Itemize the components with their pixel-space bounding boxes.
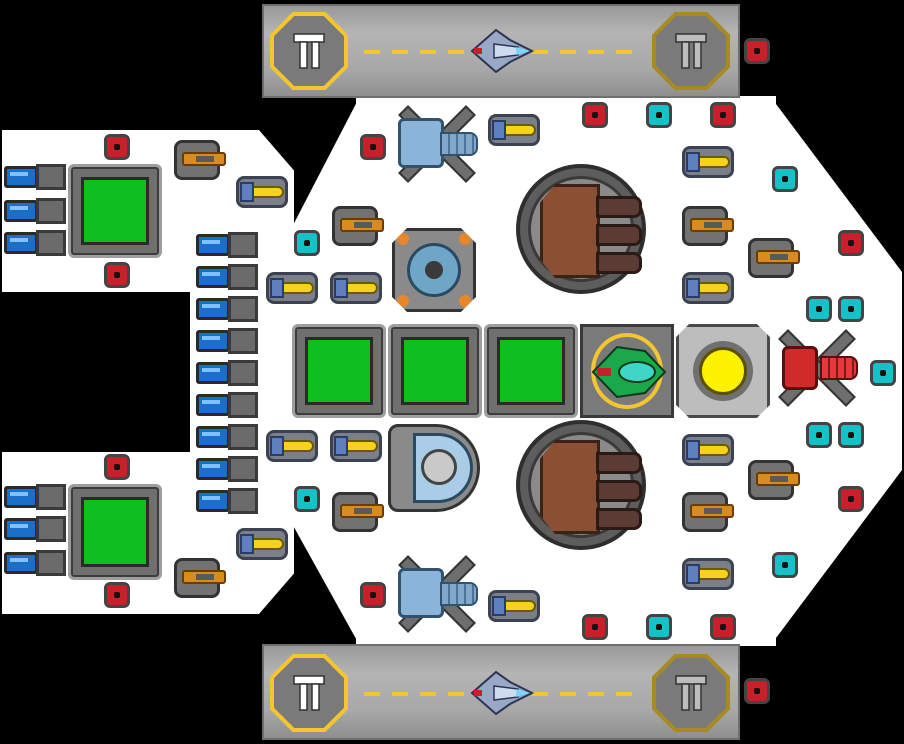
thruster[interactable] — [196, 296, 258, 322]
hangar-pad-left[interactable] — [270, 12, 348, 90]
autocannon[interactable] — [326, 488, 386, 536]
missile-launcher[interactable] — [326, 424, 386, 468]
red-node[interactable] — [710, 102, 736, 128]
red-node[interactable] — [838, 486, 864, 512]
storage-block-center-2[interactable] — [388, 324, 482, 418]
autocannon[interactable] — [168, 136, 228, 184]
hangar-pad-right[interactable] — [652, 12, 730, 90]
missile-launcher[interactable] — [262, 266, 322, 310]
storage-block-upper-pod[interactable] — [68, 164, 162, 258]
missile-launcher[interactable] — [678, 552, 738, 596]
cyan-node[interactable] — [294, 486, 320, 512]
shield-dome-module[interactable] — [388, 424, 480, 512]
thruster[interactable] — [196, 424, 258, 450]
hangar-pad-icon — [675, 33, 707, 69]
reactor-core-icon — [699, 347, 747, 395]
hangar-pad-right[interactable] — [652, 654, 730, 732]
command-ship-icon — [591, 345, 667, 399]
red-node[interactable] — [104, 582, 130, 608]
autocannon[interactable] — [742, 456, 802, 504]
red-node[interactable] — [838, 230, 864, 256]
thruster[interactable] — [4, 550, 66, 576]
autocannon[interactable] — [742, 234, 802, 282]
runway-bottom — [262, 644, 740, 740]
main-turret-top[interactable] — [516, 164, 646, 294]
autocannon[interactable] — [676, 202, 736, 250]
missile-launcher[interactable] — [678, 140, 738, 184]
thruster[interactable] — [196, 456, 258, 482]
thruster[interactable] — [196, 488, 258, 514]
cyan-node[interactable] — [838, 296, 864, 322]
cyan-node[interactable] — [294, 230, 320, 256]
thruster[interactable] — [4, 484, 66, 510]
red-node[interactable] — [582, 614, 608, 640]
cyan-node[interactable] — [646, 102, 672, 128]
thruster[interactable] — [196, 328, 258, 354]
missile-launcher[interactable] — [326, 266, 386, 310]
autocannon[interactable] — [326, 202, 386, 250]
thruster[interactable] — [4, 164, 66, 190]
fighter-ship-icon[interactable] — [466, 22, 536, 80]
cyan-node[interactable] — [838, 422, 864, 448]
storage-block-center-3[interactable] — [484, 324, 578, 418]
storage-block-center-1[interactable] — [292, 324, 386, 418]
cyan-node[interactable] — [806, 296, 832, 322]
red-node[interactable] — [104, 454, 130, 480]
cyan-node[interactable] — [772, 552, 798, 578]
red-node[interactable] — [744, 38, 770, 64]
missile-launcher[interactable] — [262, 424, 322, 468]
missile-launcher[interactable] — [678, 428, 738, 472]
thruster[interactable] — [196, 360, 258, 386]
rotary-module[interactable] — [392, 228, 476, 312]
red-node[interactable] — [710, 614, 736, 640]
cyan-node[interactable] — [806, 422, 832, 448]
red-node[interactable] — [104, 262, 130, 288]
hull-left-taper-bottom — [290, 520, 360, 646]
reactor-core[interactable] — [676, 324, 770, 418]
red-node[interactable] — [360, 134, 386, 160]
cyan-node[interactable] — [870, 360, 896, 386]
crossed-cannon-red[interactable] — [772, 326, 862, 410]
runway-top — [262, 4, 740, 98]
cyan-node[interactable] — [772, 166, 798, 192]
missile-launcher[interactable] — [484, 108, 544, 152]
hangar-pad-icon — [675, 675, 707, 711]
hangar-pad-left[interactable] — [270, 654, 348, 732]
thruster[interactable] — [4, 198, 66, 224]
storage-block-lower-pod[interactable] — [68, 484, 162, 580]
thruster[interactable] — [196, 232, 258, 258]
autocannon[interactable] — [168, 554, 228, 602]
hangar-pad-icon — [293, 675, 325, 711]
missile-launcher[interactable] — [232, 170, 292, 214]
crossed-cannon-bottom[interactable] — [392, 552, 482, 636]
red-node[interactable] — [582, 102, 608, 128]
missile-launcher[interactable] — [678, 266, 738, 310]
red-node[interactable] — [360, 582, 386, 608]
crossed-cannon-top[interactable] — [392, 102, 482, 186]
autocannon[interactable] — [676, 488, 736, 536]
missile-launcher[interactable] — [484, 584, 544, 628]
main-turret-bottom[interactable] — [516, 420, 646, 550]
command-module[interactable] — [580, 324, 674, 418]
red-node[interactable] — [744, 678, 770, 704]
missile-launcher[interactable] — [232, 522, 292, 566]
thruster[interactable] — [196, 392, 258, 418]
thruster[interactable] — [196, 264, 258, 290]
hangar-pad-icon — [293, 33, 325, 69]
fighter-ship-icon[interactable] — [466, 664, 536, 722]
cyan-node[interactable] — [646, 614, 672, 640]
thruster[interactable] — [4, 516, 66, 542]
red-node[interactable] — [104, 134, 130, 160]
thruster[interactable] — [4, 230, 66, 256]
